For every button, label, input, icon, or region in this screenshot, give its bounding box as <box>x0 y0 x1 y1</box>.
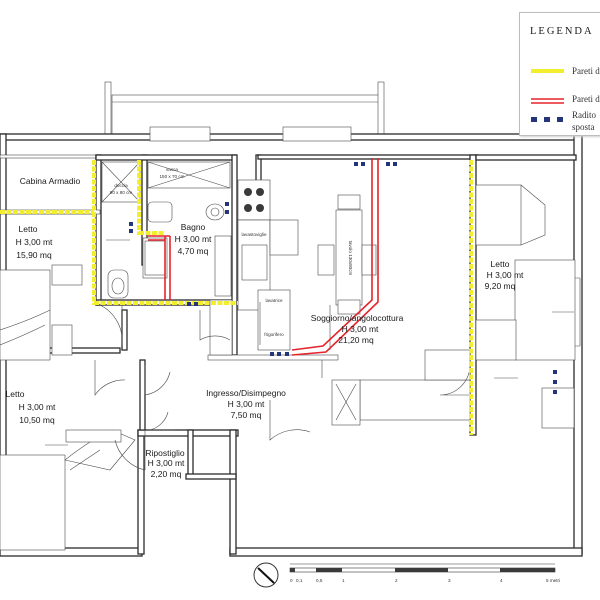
label-tavolo: tavolo 130x80cm <box>348 241 353 276</box>
label-doccia-size: 90 x 80 cm <box>110 190 133 195</box>
svg-text:Cabina Armadio: Cabina Armadio <box>20 176 81 186</box>
blue-squares-icon <box>531 117 563 122</box>
svg-text:4,70 mq: 4,70 mq <box>178 246 209 256</box>
legend-panel: LEGENDA Pareti d Pareti d Radito sposta <box>519 12 600 136</box>
bathroom-fixtures <box>101 161 232 299</box>
label-vasca-size: 150 x 70 cm <box>159 174 184 179</box>
yellow-walls <box>0 160 473 435</box>
label-vasca: vasca <box>166 167 178 172</box>
svg-text:H 3,00 mt: H 3,00 mt <box>19 402 56 412</box>
legend-item-red: Pareti d <box>572 94 600 104</box>
bed-bottom-left <box>0 429 136 551</box>
bed-top-left <box>0 264 83 361</box>
svg-text:10,50 mq: 10,50 mq <box>19 415 55 425</box>
label-lavatrice: lavatrice <box>265 298 283 303</box>
svg-text:21,20 mq: 21,20 mq <box>338 335 374 345</box>
scale-tick-2: 2 <box>395 578 398 583</box>
scale-tick-0: 0 <box>290 578 293 583</box>
legend-item-yellow: Pareti d <box>572 66 600 76</box>
svg-text:Ripostiglio: Ripostiglio <box>145 448 184 458</box>
room-label-cabina: Cabina Armadio <box>20 176 81 186</box>
svg-text:Soggiorno/angolocottura: Soggiorno/angolocottura <box>311 313 404 323</box>
bed-right <box>475 184 576 429</box>
svg-text:H 3,00 mt: H 3,00 mt <box>228 399 265 409</box>
svg-text:Bagno: Bagno <box>181 222 206 232</box>
legend-title: LEGENDA <box>530 26 594 37</box>
red-walls <box>148 158 379 356</box>
svg-text:Ingresso/Disimpegno: Ingresso/Disimpegno <box>206 388 286 398</box>
scale-tick-0-1: 0,1 <box>296 578 303 583</box>
north-arrow-icon <box>253 562 279 588</box>
svg-text:H 3,00 mt: H 3,00 mt <box>16 237 53 247</box>
svg-text:Letto: Letto <box>19 224 38 234</box>
svg-text:H 3,00 mt: H 3,00 mt <box>487 270 524 280</box>
legend-item-blue-line2: sposta <box>572 122 595 132</box>
room-label-letto-right: Letto H 3,00 mt 9,20 mq <box>485 259 524 291</box>
scale-tick-5: 5 metri <box>546 578 560 583</box>
dining-table <box>317 194 377 315</box>
room-label-ripostiglio: Ripostiglio H 3,00 mt 2,20 mq <box>145 448 185 479</box>
svg-text:Letto: Letto <box>491 259 510 269</box>
kitchen <box>209 179 299 356</box>
red-double-line-icon <box>531 98 564 104</box>
scale-tick-0-5: 0,5 <box>316 578 323 583</box>
scale-tick-4: 4 <box>500 578 503 583</box>
legend-symbols <box>531 69 564 122</box>
scale-tick-1: 1 <box>342 578 345 583</box>
radiator-markers <box>129 162 557 394</box>
svg-text:7,50 mq: 7,50 mq <box>231 410 262 420</box>
scale-bar <box>289 563 556 573</box>
svg-text:9,20 mq: 9,20 mq <box>485 281 516 291</box>
room-label-letto-2: Letto H 3,00 mt 10,50 mq <box>6 389 57 425</box>
room-label-soggiorno: Soggiorno/angolocottura H 3,00 mt 21,20 … <box>311 313 404 345</box>
label-frigorifero: frigorifero <box>264 332 284 337</box>
svg-text:H 3,00 mt: H 3,00 mt <box>175 234 212 244</box>
svg-text:Letto: Letto <box>6 389 25 399</box>
dimension-marks <box>45 239 574 446</box>
legend-item-blue: Radito <box>572 110 596 120</box>
room-label-ingresso: Ingresso/Disimpegno H 3,00 mt 7,50 mq <box>206 388 286 420</box>
fixture-labels: doccia 90 x 80 cm vasca 150 x 70 cm lava… <box>110 167 353 337</box>
room-label-letto-1: Letto H 3,00 mt 15,90 mq <box>16 224 53 260</box>
svg-text:2,20 mq: 2,20 mq <box>151 469 182 479</box>
label-doccia: doccia <box>114 183 128 188</box>
scale-labels: 0 0,1 0,5 1 2 3 4 5 metri <box>290 578 560 583</box>
svg-text:H 3,00 mt: H 3,00 mt <box>148 458 185 468</box>
scale-tick-3: 3 <box>448 578 451 583</box>
room-label-bagno: Bagno H 3,00 mt 4,70 mq <box>175 222 212 256</box>
label-lavastoviglie: lavastoviglie <box>241 232 266 237</box>
sofa <box>331 349 471 426</box>
svg-text:H 3,00 mt: H 3,00 mt <box>342 324 379 334</box>
svg-text:15,90 mq: 15,90 mq <box>16 250 52 260</box>
